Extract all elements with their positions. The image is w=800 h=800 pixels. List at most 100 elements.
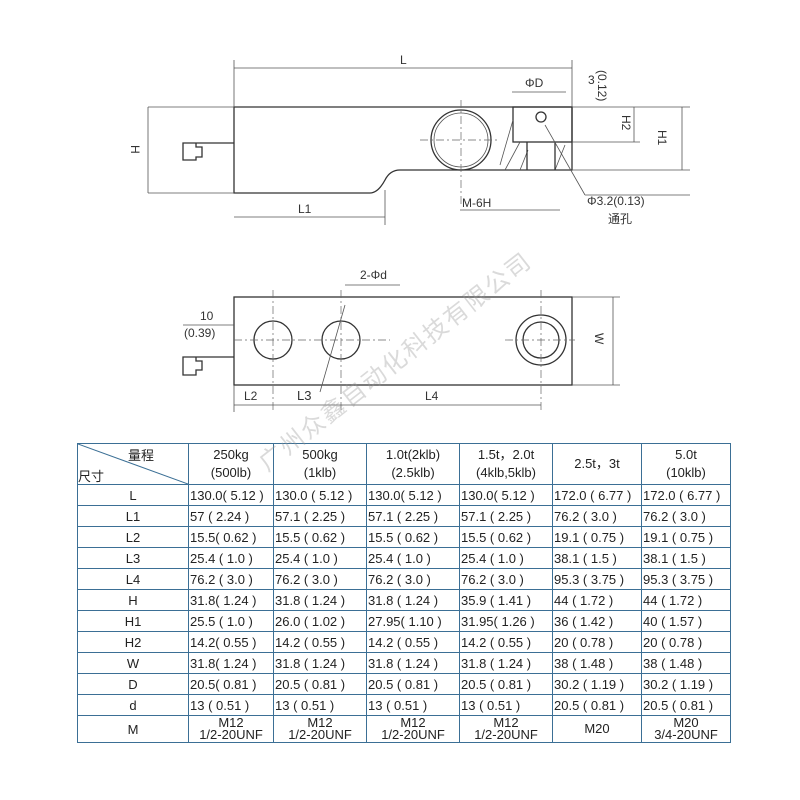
table-cell: 14.2 ( 0.55 ) bbox=[273, 631, 367, 653]
table-cell: 20.5( 0.81 ) bbox=[188, 673, 274, 695]
dim-L3: L3 bbox=[297, 388, 311, 403]
table-cell: 57.1 ( 2.25 ) bbox=[273, 505, 367, 527]
table-cell: 14.2( 0.55 ) bbox=[188, 631, 274, 653]
table-cell: 13 ( 0.51 ) bbox=[366, 694, 460, 716]
table-cell: 38.1 ( 1.5 ) bbox=[552, 547, 642, 569]
dim-3-in: (0.12) bbox=[595, 70, 609, 101]
table-cell: 30.2 ( 1.19 ) bbox=[641, 673, 731, 695]
table-cell: 13 ( 0.51 ) bbox=[273, 694, 367, 716]
table-cell: 31.8( 1.24 ) bbox=[188, 589, 274, 611]
row-label: M bbox=[77, 715, 189, 743]
row-label: L2 bbox=[77, 526, 189, 548]
table-cell: 130.0( 5.12 ) bbox=[188, 484, 274, 506]
table-cell: 19.1 ( 0.75 ) bbox=[552, 526, 642, 548]
table-cell: 15.5 ( 0.62 ) bbox=[273, 526, 367, 548]
row-label: L bbox=[77, 484, 189, 506]
table-cell: 31.8( 1.24 ) bbox=[188, 652, 274, 674]
table-cell: 20.5 ( 0.81 ) bbox=[366, 673, 460, 695]
table-cell: 172.0 ( 6.77 ) bbox=[552, 484, 642, 506]
table-cell: 172.0 ( 6.77 ) bbox=[641, 484, 731, 506]
column-header: 2.5t，3t bbox=[552, 443, 642, 485]
table-cell: 76.2 ( 3.0 ) bbox=[459, 568, 553, 590]
table-cell: 15.5( 0.62 ) bbox=[188, 526, 274, 548]
dim-3: 3 bbox=[588, 73, 595, 87]
table-cell: M20 bbox=[552, 715, 642, 743]
table-cell: 25.4 ( 1.0 ) bbox=[459, 547, 553, 569]
row-label: H1 bbox=[77, 610, 189, 632]
table-cell: 130.0 ( 5.12 ) bbox=[273, 484, 367, 506]
column-header: 5.0t(10klb) bbox=[641, 443, 731, 485]
row-label: H bbox=[77, 589, 189, 611]
table-cell: 38 ( 1.48 ) bbox=[552, 652, 642, 674]
table-cell: 40 ( 1.57 ) bbox=[641, 610, 731, 632]
column-header: 1.5t，2.0t(4klb,5klb) bbox=[459, 443, 553, 485]
corner-cell: 量程 尺寸 bbox=[77, 443, 189, 485]
dim-through: 通孔 bbox=[608, 212, 632, 226]
dim-L1: L1 bbox=[298, 202, 312, 216]
table-cell: 57.1 ( 2.25 ) bbox=[459, 505, 553, 527]
row-label: H2 bbox=[77, 631, 189, 653]
table-cell: 15.5 ( 0.62 ) bbox=[459, 526, 553, 548]
dimension-table: 量程 尺寸 250kg(500lb) 500kg(1klb) 1.0t(2klb… bbox=[77, 443, 731, 743]
table-cell: 14.2 ( 0.55 ) bbox=[366, 631, 460, 653]
table-cell: 130.0( 5.12 ) bbox=[459, 484, 553, 506]
table-cell: 130.0( 5.12 ) bbox=[366, 484, 460, 506]
dim-L4: L4 bbox=[425, 389, 439, 403]
table-cell: 20 ( 0.78 ) bbox=[641, 631, 731, 653]
table-cell: 76.2 ( 3.0 ) bbox=[188, 568, 274, 590]
table-cell: 20 ( 0.78 ) bbox=[552, 631, 642, 653]
table-cell: 36 ( 1.42 ) bbox=[552, 610, 642, 632]
table-cell: 15.5 ( 0.62 ) bbox=[366, 526, 460, 548]
top-view: 2-Φd 10 (0.39) W L2 L3 L4 bbox=[182, 268, 620, 412]
dim-10-in: (0.39) bbox=[184, 326, 215, 340]
table-cell: 57 ( 2.24 ) bbox=[188, 505, 274, 527]
dim-W: W bbox=[592, 333, 606, 345]
dim-L2: L2 bbox=[244, 389, 258, 403]
load-cell-drawing: L ΦD 3 (0.12) H2 H1 H L1 M-6H Φ3.2(0.13)… bbox=[128, 53, 690, 412]
table-cell: 31.8 ( 1.24 ) bbox=[273, 652, 367, 674]
table-cell: 38.1 ( 1.5 ) bbox=[641, 547, 731, 569]
table-cell: 76.2 ( 3.0 ) bbox=[366, 568, 460, 590]
table-cell: 31.8 ( 1.24 ) bbox=[366, 652, 460, 674]
table-cell: 13 ( 0.51 ) bbox=[188, 694, 274, 716]
table-cell: 44 ( 1.72 ) bbox=[552, 589, 642, 611]
row-label: d bbox=[77, 694, 189, 716]
table-cell: 19.1 ( 0.75 ) bbox=[641, 526, 731, 548]
table-cell: 76.2 ( 3.0 ) bbox=[552, 505, 642, 527]
table-cell: 31.8 ( 1.24 ) bbox=[459, 652, 553, 674]
dim-M6H: M-6H bbox=[462, 196, 491, 210]
table-cell: 25.5 ( 1.0 ) bbox=[188, 610, 274, 632]
table-cell: 95.3 ( 3.75 ) bbox=[641, 568, 731, 590]
table-cell: 35.9 ( 1.41 ) bbox=[459, 589, 553, 611]
table-cell: 31.95( 1.26 ) bbox=[459, 610, 553, 632]
dim-2-phid: 2-Φd bbox=[360, 268, 387, 282]
row-label: L4 bbox=[77, 568, 189, 590]
dim-H1: H1 bbox=[655, 130, 669, 146]
table-cell: 57.1 ( 2.25 ) bbox=[366, 505, 460, 527]
column-header: 1.0t(2klb)(2.5klb) bbox=[366, 443, 460, 485]
table-cell: 20.5 ( 0.81 ) bbox=[552, 694, 642, 716]
table-cell: 25.4 ( 1.0 ) bbox=[273, 547, 367, 569]
dim-10: 10 bbox=[200, 309, 214, 323]
table-cell: 25.4 ( 1.0 ) bbox=[366, 547, 460, 569]
table-cell: 31.8 ( 1.24 ) bbox=[366, 589, 460, 611]
table-cell: 27.95( 1.10 ) bbox=[366, 610, 460, 632]
table-cell: 76.2 ( 3.0 ) bbox=[273, 568, 367, 590]
table-cell: 25.4 ( 1.0 ) bbox=[188, 547, 274, 569]
table-header-row: 量程 尺寸 250kg(500lb) 500kg(1klb) 1.0t(2klb… bbox=[77, 443, 731, 485]
table-cell: 31.8 ( 1.24 ) bbox=[273, 589, 367, 611]
table-cell: 95.3 ( 3.75 ) bbox=[552, 568, 642, 590]
table-cell: 44 ( 1.72 ) bbox=[641, 589, 731, 611]
